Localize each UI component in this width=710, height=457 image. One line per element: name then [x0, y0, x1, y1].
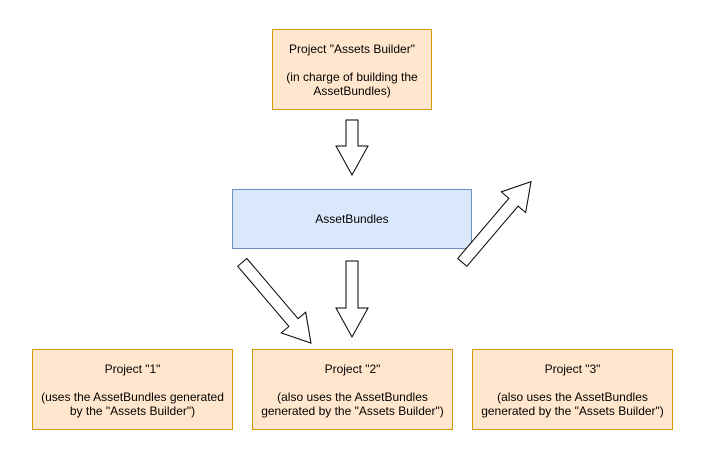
assetbundles-label: AssetBundles	[315, 212, 389, 226]
project-2-node: Project "2" (also uses the AssetBundles …	[252, 349, 453, 430]
project-2-title: Project "2"	[324, 361, 381, 376]
assets-builder-description-line-2: AssetBundles)	[313, 83, 391, 98]
project-2-description-line-2: generated by the "Assets Builder")	[261, 403, 444, 418]
project-2-description-line-1: (also uses the AssetBundles	[277, 389, 428, 404]
project-1-node: Project "1" (uses the AssetBundles gener…	[32, 349, 233, 430]
assets-builder-node: Project "Assets Builder" (in charge of b…	[272, 29, 432, 110]
project-3-node: Project "3" (also uses the AssetBundles …	[472, 349, 673, 430]
project-3-description-line-2: generated by the "Assets Builder")	[481, 403, 664, 418]
assetbundles-node: AssetBundles	[232, 189, 472, 249]
assets-builder-title: Project "Assets Builder"	[289, 41, 415, 56]
project-1-title: Project "1"	[104, 361, 161, 376]
project-1-description-line-2: by the "Assets Builder")	[69, 403, 196, 418]
arrow-assetbundles-to-project-1	[237, 257, 312, 344]
project-3-description-line-1: (also uses the AssetBundles	[497, 389, 648, 404]
project-3-title: Project "3"	[544, 361, 601, 376]
project-1-description-line-1: (uses the AssetBundles generated	[41, 389, 224, 404]
arrow-assetbundles-to-project-3	[457, 180, 532, 267]
arrow-assetbundles-to-project-2	[335, 260, 369, 339]
arrow-builder-to-assetbundles	[335, 119, 369, 177]
assets-builder-description-line-1: (in charge of building the	[286, 69, 418, 84]
